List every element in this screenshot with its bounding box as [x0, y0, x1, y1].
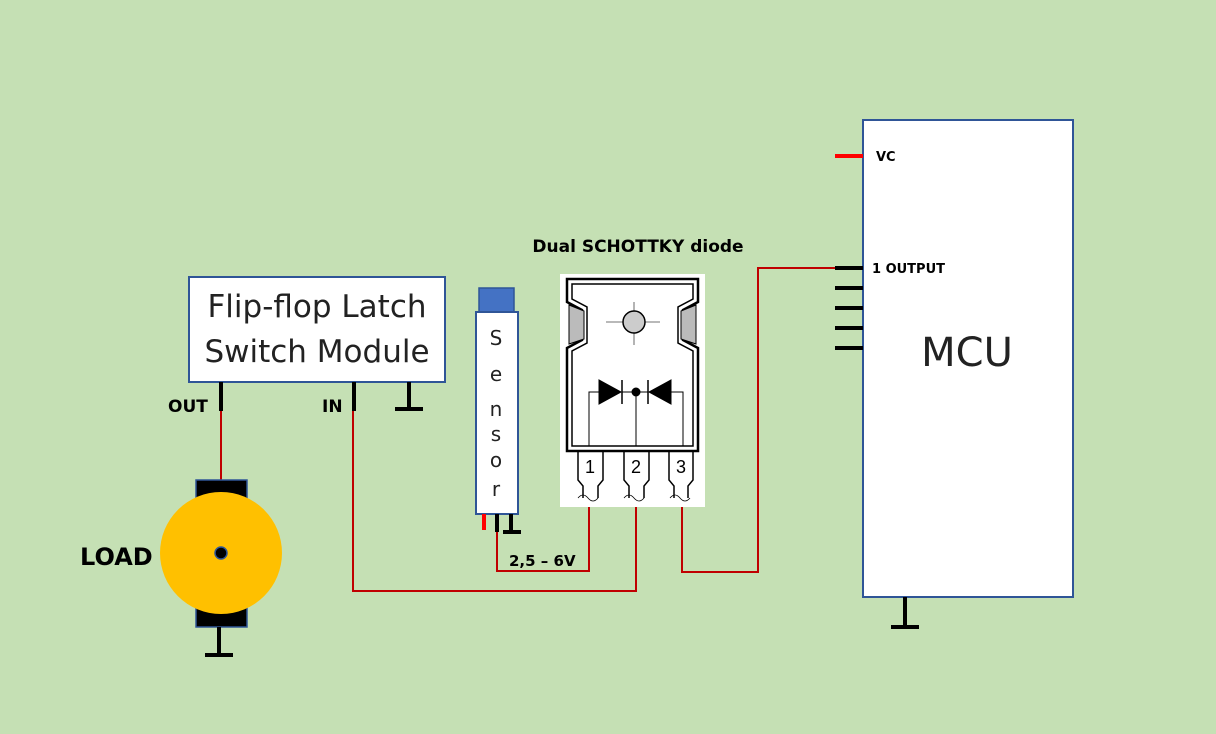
motor-shaft-icon: [214, 546, 228, 560]
mounting-hole-icon: [606, 302, 660, 345]
flipflop-in-label: IN: [322, 397, 343, 417]
load-ground-icon: [205, 627, 233, 657]
diode-title: Dual SCHOTTKY diode: [532, 237, 743, 257]
sensor: S e n s o r 2,5 – 6V: [475, 287, 576, 570]
flipflop-out-label: OUT: [168, 397, 208, 417]
sensor-cap: [478, 287, 515, 313]
mcu-ground-icon: [891, 597, 919, 629]
sensor-letter: S: [490, 326, 503, 350]
wires: [220, 267, 836, 592]
sensor-letter: s: [491, 422, 501, 446]
sensor-ground-icon: [503, 514, 521, 534]
diode-pin-label: 2: [631, 457, 641, 477]
mcu-vc-label: VC: [876, 150, 896, 165]
diode-pin-label: 3: [676, 457, 686, 477]
flipflop-label-line2: Switch Module: [204, 334, 429, 370]
flipflop-module: Flip-flop Latch Switch Module OUT IN: [168, 276, 446, 417]
sensor-label: S e n s o r: [490, 326, 503, 501]
wire-diode-pin3-to-mcu: [681, 267, 836, 573]
load-motor: LOAD: [80, 479, 282, 657]
diode-pin-label: 1: [585, 457, 595, 477]
mcu-output-label: 1 OUTPUT: [872, 262, 945, 277]
wire-in-to-diode-pin2: [352, 410, 637, 592]
mcu-label: MCU: [921, 330, 1013, 376]
mcu: VC 1 OUTPUT MCU: [835, 119, 1074, 629]
diode-pins: [577, 451, 694, 502]
voltage-label: 2,5 – 6V: [509, 552, 576, 570]
sensor-letter: r: [492, 477, 501, 501]
flipflop-ground-icon: [395, 382, 423, 411]
sensor-letter: o: [490, 448, 502, 472]
sensor-letter: n: [490, 397, 503, 421]
load-label: LOAD: [80, 543, 153, 571]
sensor-letter: e: [490, 362, 502, 386]
flipflop-label-line1: Flip-flop Latch: [207, 289, 426, 325]
diode-symbol-icon: [588, 379, 684, 446]
schottky-diode: 1 2 3: [560, 274, 705, 507]
wire-sensor-to-diode-pin1: [496, 502, 590, 572]
